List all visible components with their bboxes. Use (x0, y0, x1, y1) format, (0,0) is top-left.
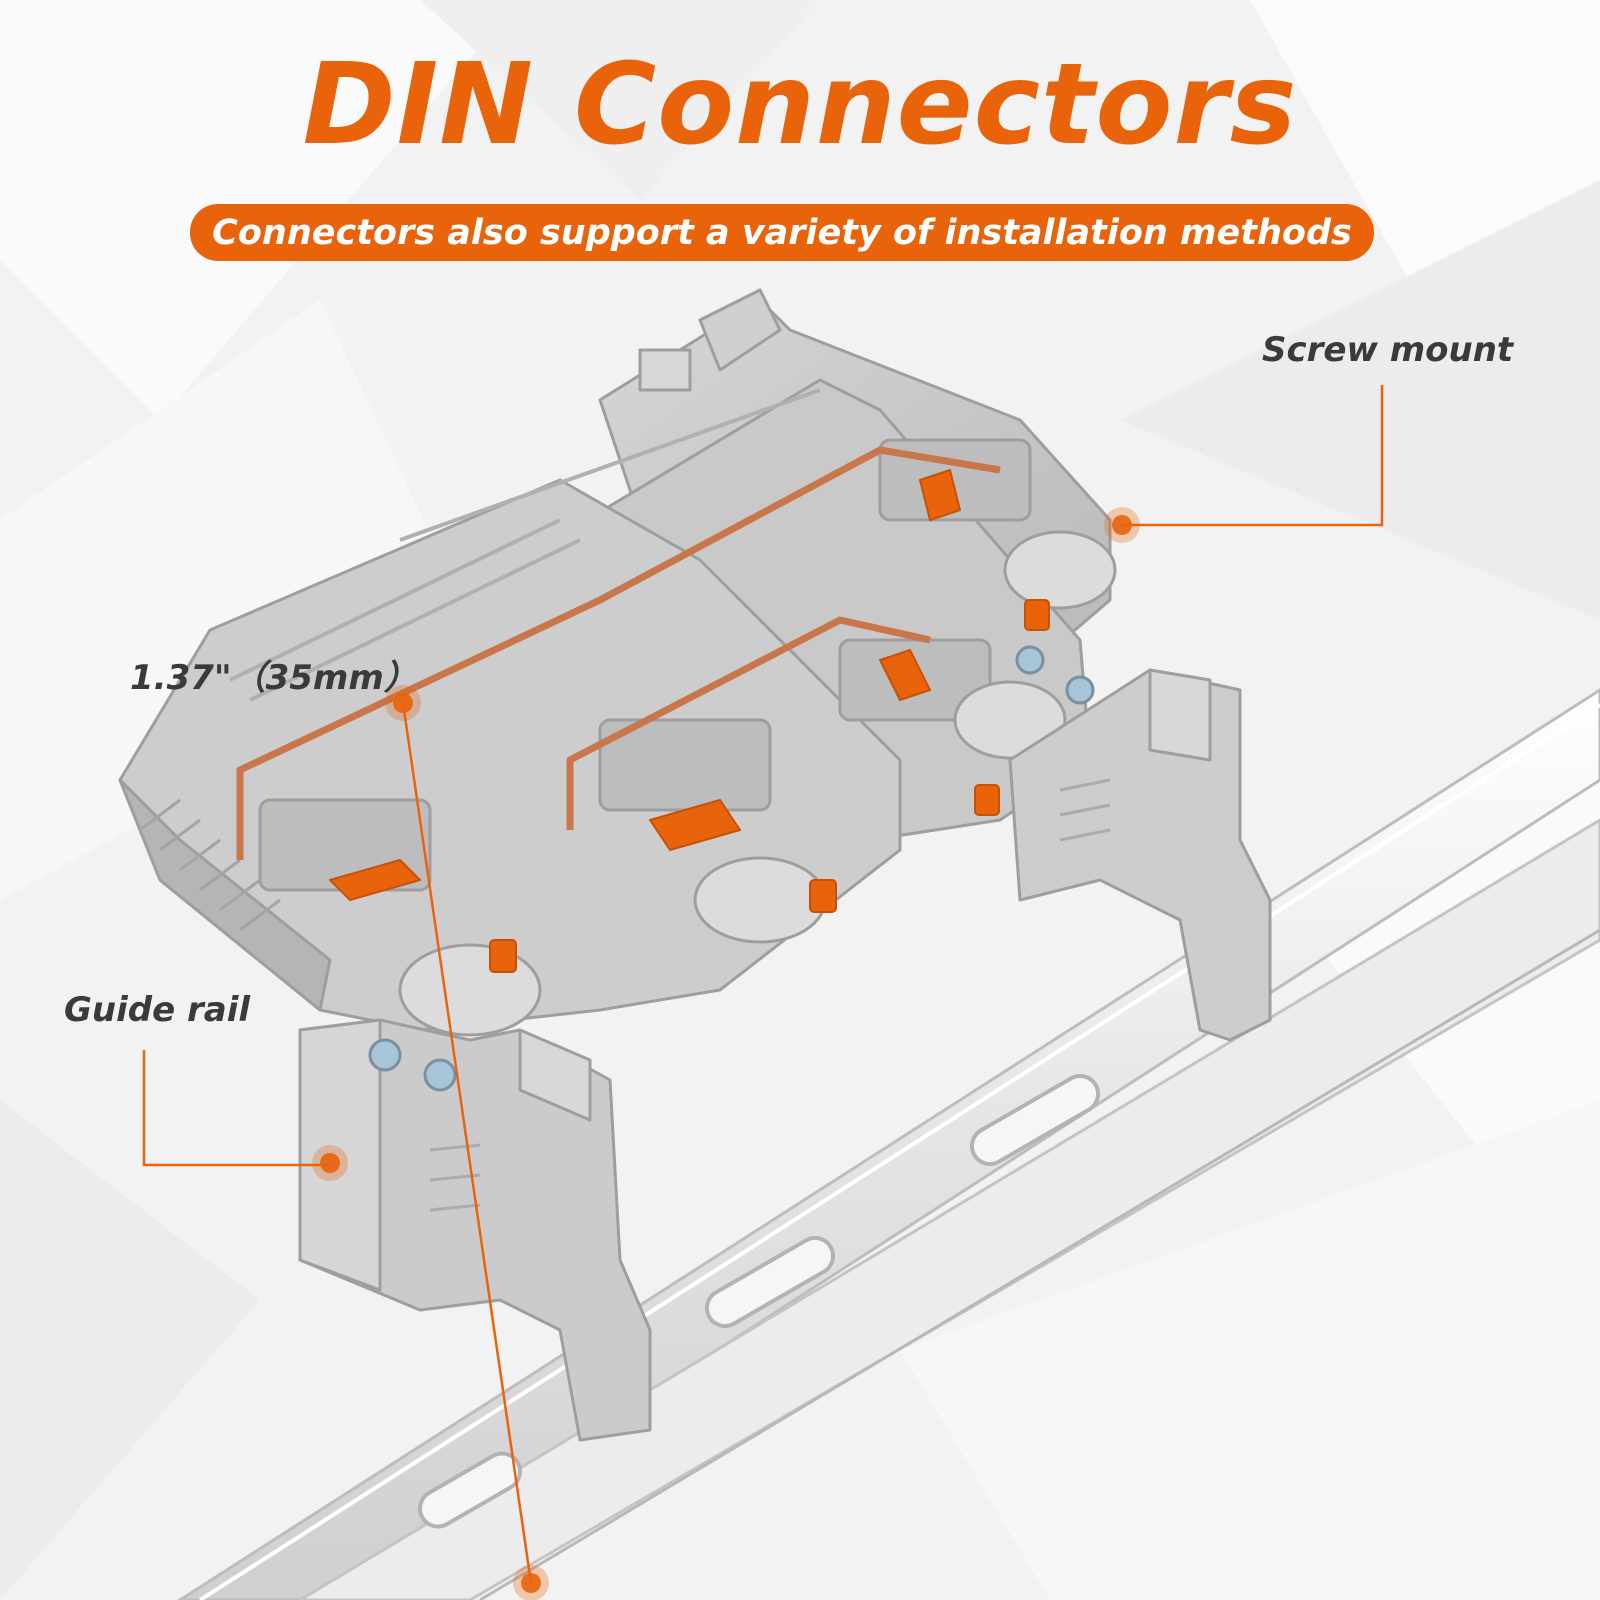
terminal-block-assembly (118, 288, 1117, 1037)
screw-mount-leader (1122, 385, 1384, 527)
end-clamp-right (1008, 645, 1272, 1042)
dimension-dot-top (393, 693, 413, 713)
page-title: DIN Connectors (302, 40, 1298, 170)
screw-mount-dot (1112, 515, 1132, 535)
screw-mount-label: Screw mount (1262, 330, 1514, 370)
guide-rail-dot (320, 1153, 340, 1173)
dimension-dot-bottom (521, 1573, 541, 1593)
rail-slot (417, 1074, 1101, 1529)
guide-rail-leader (142, 1050, 330, 1167)
dimension-leader (401, 702, 533, 1584)
end-clamp-front (298, 1018, 652, 1442)
subtitle-banner: Connectors also support a variety of ins… (190, 204, 1374, 261)
callout-dots (312, 507, 1140, 1600)
rail-width-label: 1.37"（35mm） (130, 658, 418, 698)
subtitle-text: Connectors also support a variety of ins… (212, 212, 1352, 253)
guide-rail-label: Guide rail (64, 990, 251, 1030)
callout-lines (142, 385, 1384, 1584)
